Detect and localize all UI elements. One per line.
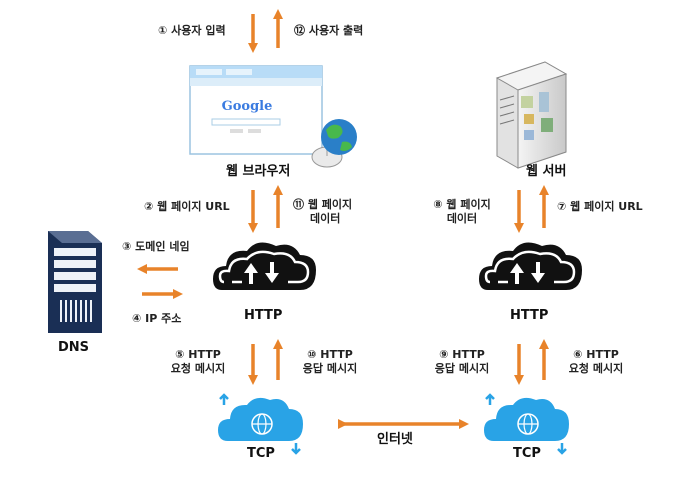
http-left-label: HTTP bbox=[244, 308, 283, 323]
step-9-label-line2: 응답 메시지 bbox=[434, 362, 490, 375]
step-10-label-line1: ⑩ HTTP bbox=[307, 348, 353, 361]
step-10-label-line2: 응답 메시지 bbox=[302, 362, 358, 375]
step-6-label-line1: ⑥ HTTP bbox=[573, 348, 619, 361]
step-3-label: ③ 도메인 네임 bbox=[122, 240, 190, 253]
cloud-sync-icon bbox=[479, 242, 582, 290]
browser-logo: Google bbox=[222, 99, 273, 114]
cloud-network-icon bbox=[484, 393, 569, 455]
dns-label: DNS bbox=[58, 340, 90, 355]
tcp-left-label: TCP bbox=[247, 446, 275, 461]
dns-server-icon bbox=[48, 231, 102, 333]
flow-arrows bbox=[137, 9, 549, 429]
web-browser-label: 웹 브라우저 bbox=[226, 164, 291, 179]
step-11-label-line1: ⑪ 웹 페이지 bbox=[293, 198, 353, 211]
cloud-sync-icon bbox=[213, 242, 316, 290]
step-1-label: ① 사용자 입력 bbox=[158, 24, 226, 37]
browser-window-icon bbox=[189, 65, 323, 155]
step-8-label-line2: 데이터 bbox=[446, 212, 478, 225]
globe-mouse-icon bbox=[311, 119, 357, 168]
http-right-label: HTTP bbox=[510, 308, 549, 323]
step-12-label: ⑫ 사용자 출력 bbox=[294, 24, 364, 37]
server-tower-icon bbox=[495, 61, 568, 169]
web-server-label: 웹 서버 bbox=[526, 164, 567, 179]
step-7-label: ⑦ 웹 페이지 URL bbox=[557, 200, 643, 213]
step-5-label-line2: 요청 메시지 bbox=[170, 362, 226, 375]
step-9-label-line1: ⑨ HTTP bbox=[439, 348, 485, 361]
internet-label: 인터넷 bbox=[377, 432, 413, 447]
step-2-label: ② 웹 페이지 URL bbox=[144, 200, 230, 213]
cloud-network-icon bbox=[218, 393, 303, 455]
tcp-right-label: TCP bbox=[513, 446, 541, 461]
step-6-label-line2: 요청 메시지 bbox=[568, 362, 624, 375]
step-11-label-line2: 데이터 bbox=[310, 212, 341, 225]
step-8-label-line1: ⑧ 웹 페이지 bbox=[433, 198, 491, 211]
step-5-label-line1: ⑤ HTTP bbox=[175, 348, 221, 361]
step-4-label: ④ IP 주소 bbox=[132, 312, 182, 325]
